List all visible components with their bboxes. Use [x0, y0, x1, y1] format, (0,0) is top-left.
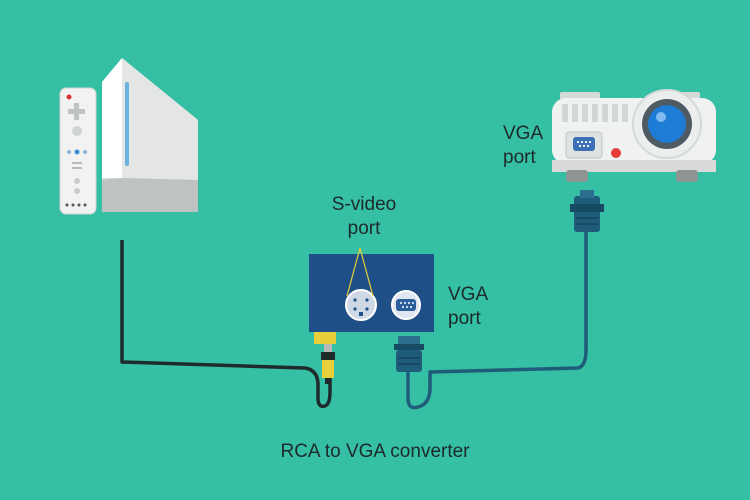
wii-console-icon [102, 58, 198, 212]
projector-vga-label-line1: VGA [503, 123, 544, 144]
rca-plug-icon [321, 344, 335, 384]
svideo-port-icon [345, 289, 377, 321]
vga-cable [406, 232, 588, 410]
vga-plug-icon [570, 190, 604, 232]
converter-vga-label-line1: VGA [448, 284, 489, 305]
svideo-label-line1: S-video [331, 194, 397, 215]
projector-icon [552, 89, 716, 182]
projector-vga-port-label: VGA port [503, 122, 543, 170]
svideo-callout [346, 247, 361, 297]
vga-port-icon [391, 290, 421, 320]
converter-box-icon [309, 247, 434, 344]
wii-remote-icon [59, 87, 97, 215]
rca-cable [120, 240, 332, 409]
vga-plug-icon [394, 336, 424, 372]
svideo-callout [359, 247, 374, 297]
converter-vga-port-label: VGA port [448, 283, 488, 331]
projector-vga-label-line2: port [503, 147, 536, 168]
converter-vga-label-line2: port [448, 308, 481, 329]
vga-port-icon [573, 137, 595, 151]
svideo-label-line2: port [347, 218, 381, 239]
svideo-port-label: S-video port [324, 193, 404, 241]
diagram-caption: RCA to VGA converter [280, 441, 470, 462]
